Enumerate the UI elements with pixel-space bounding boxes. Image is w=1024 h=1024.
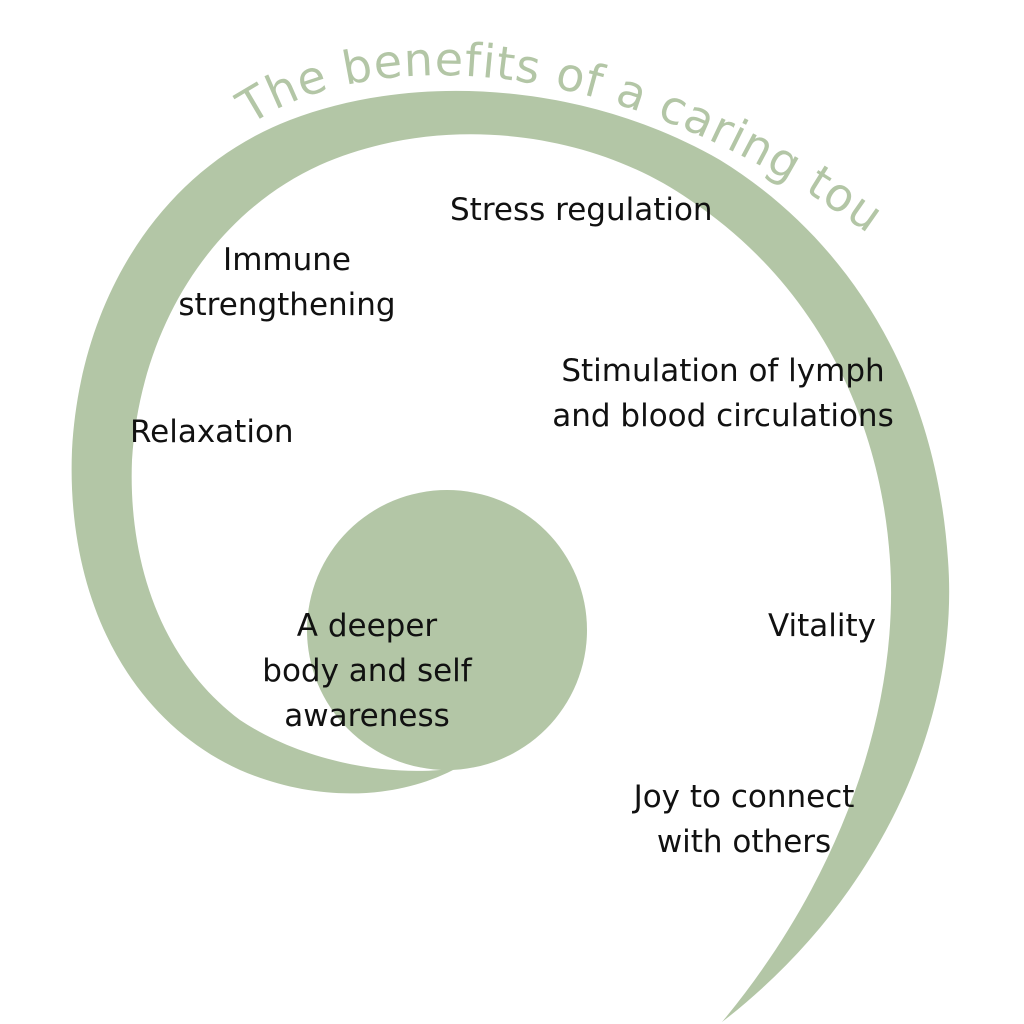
benefit-joy-connect: Joy to connect with others bbox=[622, 775, 866, 865]
benefit-line: body and self bbox=[262, 653, 472, 689]
center-circle bbox=[307, 490, 587, 770]
benefit-stress-regulation: Stress regulation bbox=[450, 188, 713, 233]
benefit-immune-strengthening: Immune strengthening bbox=[176, 238, 398, 328]
benefit-line: Immune bbox=[223, 242, 351, 278]
benefit-body-self-awareness: A deeper body and self awareness bbox=[256, 604, 478, 739]
benefit-line: and blood circulations bbox=[552, 398, 894, 434]
benefit-line: A deeper bbox=[296, 608, 438, 644]
benefit-line: awareness bbox=[284, 698, 450, 734]
benefit-vitality: Vitality bbox=[768, 604, 876, 649]
benefit-lymph-blood-circulation: Stimulation of lymph and blood circulati… bbox=[540, 349, 906, 439]
benefit-line: Joy to connect bbox=[633, 779, 855, 815]
benefit-line: with others bbox=[656, 824, 832, 860]
benefit-line: Stress regulation bbox=[450, 192, 713, 228]
benefit-line: strengthening bbox=[178, 287, 396, 323]
benefit-relaxation: Relaxation bbox=[130, 410, 294, 455]
benefit-line: Stimulation of lymph bbox=[561, 353, 885, 389]
benefit-line: Vitality bbox=[768, 608, 877, 644]
benefit-line: Relaxation bbox=[130, 414, 294, 450]
